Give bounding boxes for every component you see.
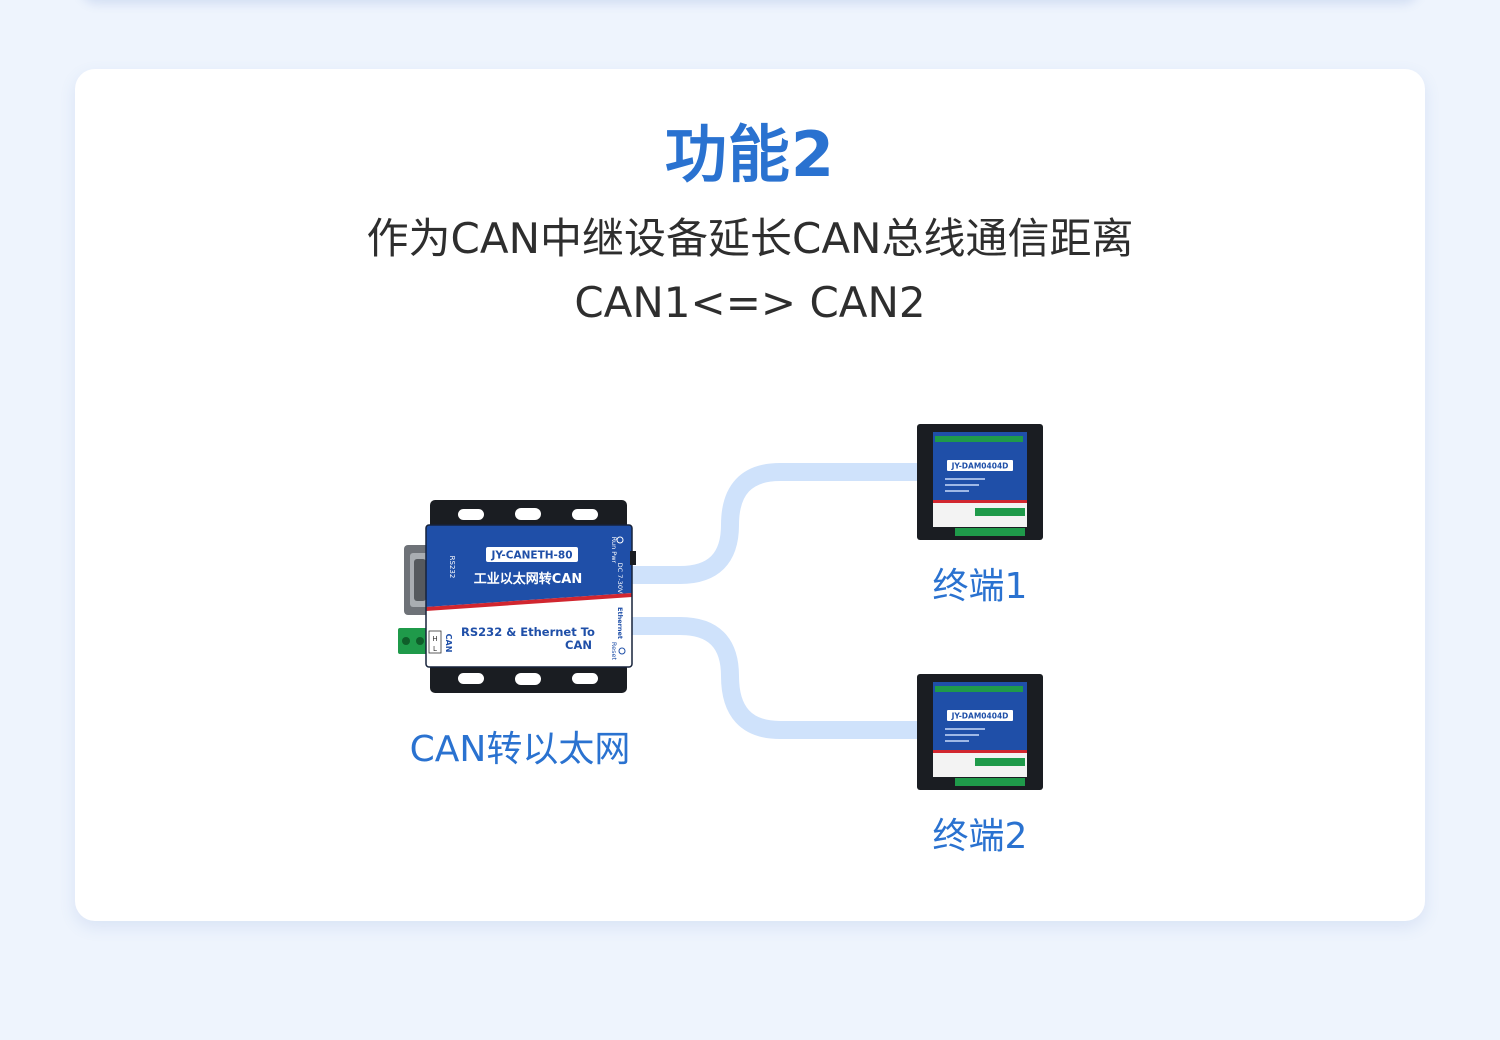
link-to-terminal-1 bbox=[621, 463, 925, 584]
gateway-label: CAN转以太网 bbox=[409, 729, 631, 770]
gateway-side-reset: Reset bbox=[610, 642, 618, 661]
gateway-name-label: 工业以太网转CAN bbox=[474, 571, 582, 587]
gateway-desc-line2: CAN bbox=[565, 638, 592, 652]
gateway-side-runpwr: Run Pwr bbox=[610, 537, 618, 564]
terminal-2-model: JY-DAM0404D bbox=[951, 712, 1009, 721]
gateway-desc-line1: RS232 & Ethernet To bbox=[461, 625, 595, 639]
gateway-side-dc: DC 7-30V bbox=[616, 563, 624, 594]
gateway-port-can-l: L bbox=[433, 645, 437, 653]
terminal-2-label: 终端2 bbox=[932, 816, 1028, 857]
gateway-side-ethernet: Ethernet bbox=[616, 607, 624, 639]
terminal-1-device: JY-DAM0404D bbox=[917, 424, 1043, 540]
gateway-model-label: JY-CANETH-80 bbox=[490, 550, 572, 562]
terminal-2-device: JY-DAM0404D bbox=[917, 674, 1043, 790]
gateway-port-can: CAN bbox=[444, 634, 453, 653]
can-ethernet-gateway: JY-CANETH-80 工业以太网转CAN RS232 & Ethernet … bbox=[398, 500, 636, 693]
content-card bbox=[75, 69, 1425, 921]
gateway-port-rs232: RS232 bbox=[448, 556, 456, 579]
link-to-terminal-2 bbox=[621, 617, 925, 739]
page-subtitle-line2: CAN1<=> CAN2 bbox=[574, 278, 926, 327]
page-title: 功能2 bbox=[664, 118, 836, 191]
gateway-port-can-h: H bbox=[432, 635, 437, 643]
terminal-1-model: JY-DAM0404D bbox=[951, 462, 1009, 471]
page-subtitle: 作为CAN中继设备延长CAN总线通信距离 bbox=[366, 214, 1134, 263]
terminal-1-label: 终端1 bbox=[932, 566, 1028, 607]
